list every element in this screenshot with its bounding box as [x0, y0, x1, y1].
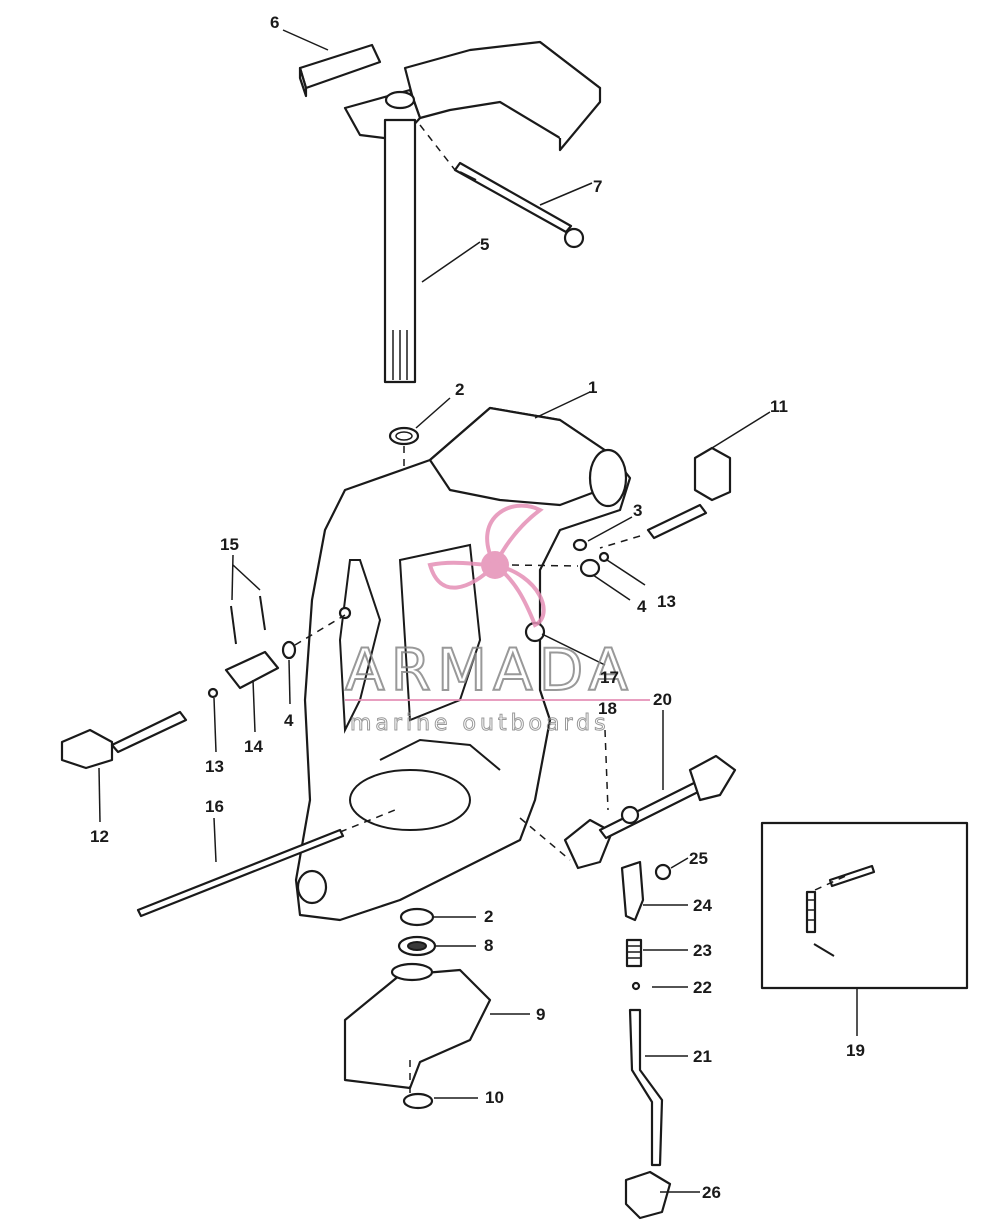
callout-21: 21 [693, 1047, 712, 1066]
callout-8: 8 [484, 936, 493, 955]
callout-19: 19 [846, 1041, 865, 1060]
callout-15: 15 [220, 535, 239, 554]
part-19-inset-kit [760, 821, 969, 990]
part-2-seal-top [388, 426, 420, 490]
parts-lower-yoke [343, 907, 492, 1110]
part-6-pad [298, 43, 382, 98]
callout-18: 18 [598, 699, 617, 718]
callout-labels: 6 7 5 2 1 11 3 13 4 17 18 20 15 13 14 4 … [90, 13, 865, 1202]
callout-26: 26 [702, 1183, 721, 1202]
callout-4-right: 4 [637, 597, 647, 616]
callout-9: 9 [536, 1005, 545, 1024]
callout-24: 24 [693, 896, 712, 915]
armada-watermark: ARMADA marine outboards [344, 503, 650, 737]
callout-17: 17 [600, 668, 619, 687]
callout-20: 20 [653, 690, 672, 709]
propeller-logo-icon [427, 503, 546, 628]
part-7-bolt [419, 124, 585, 249]
part-11-tilt-pin [599, 446, 732, 549]
callout-4-left: 4 [284, 711, 294, 730]
part-16-rod [136, 807, 401, 918]
parts-left-hardware [60, 595, 346, 770]
callout-13-left: 13 [205, 757, 224, 776]
watermark-brand: ARMADA [345, 636, 634, 704]
callout-5: 5 [480, 235, 489, 254]
callout-12: 12 [90, 827, 109, 846]
callout-11: 11 [770, 397, 788, 416]
callout-1: 1 [588, 378, 597, 397]
callout-2-bottom: 2 [484, 907, 493, 926]
callout-6: 6 [270, 13, 279, 32]
callout-13-right: 13 [657, 592, 676, 611]
part-20-shift-shaft [519, 729, 737, 870]
watermark-tagline: marine outboards [350, 711, 610, 736]
callout-2-top: 2 [455, 380, 464, 399]
callout-7: 7 [593, 177, 602, 196]
callout-3: 3 [633, 501, 642, 520]
leader-lines [98, 29, 858, 1193]
callout-16: 16 [205, 797, 224, 816]
part-1-swivel-bracket [294, 406, 632, 922]
callout-10: 10 [485, 1088, 504, 1107]
callout-14: 14 [244, 737, 263, 756]
parts-shift-linkage [620, 860, 672, 1220]
part-5-steering-arm [343, 40, 602, 384]
callout-25: 25 [689, 849, 708, 868]
parts-right-hardware [511, 538, 610, 578]
callout-23: 23 [693, 941, 712, 960]
callout-22: 22 [693, 978, 712, 997]
